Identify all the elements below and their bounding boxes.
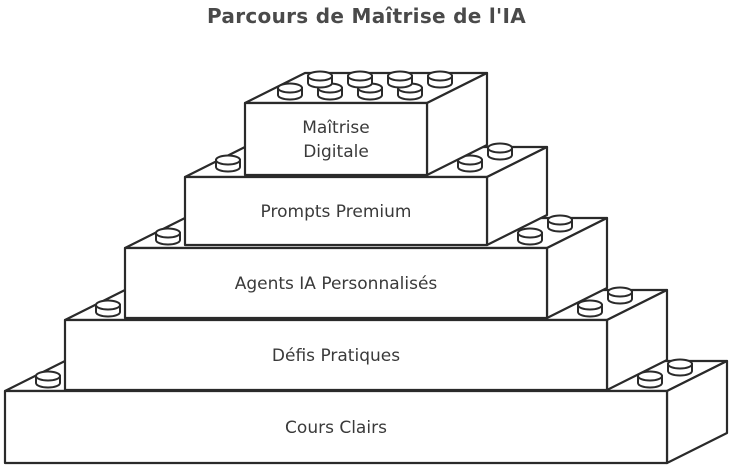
stud bbox=[387, 70, 413, 89]
stud bbox=[457, 154, 483, 173]
stud-top bbox=[387, 70, 413, 82]
stud bbox=[277, 82, 303, 101]
stud-top bbox=[95, 299, 121, 311]
diagram-title: Parcours de Maîtrise de l'IA bbox=[207, 4, 526, 28]
stud bbox=[155, 227, 181, 246]
brick-label: Défis Pratiques bbox=[272, 346, 400, 366]
brick-front-face bbox=[183, 175, 489, 247]
stud-top bbox=[155, 227, 181, 239]
brick-front-face bbox=[243, 101, 429, 177]
stud-top bbox=[215, 154, 241, 166]
brick-label: Maîtrise bbox=[302, 118, 370, 138]
stud bbox=[95, 299, 121, 318]
stud-top bbox=[35, 370, 61, 382]
brick-front-face bbox=[63, 318, 609, 392]
brick-front-face bbox=[3, 389, 669, 465]
stud bbox=[517, 227, 543, 246]
stud bbox=[637, 370, 663, 389]
stud-top bbox=[277, 82, 303, 94]
stud bbox=[607, 286, 633, 305]
brick-label: Agents IA Personnalisés bbox=[235, 274, 438, 294]
stud bbox=[307, 70, 333, 89]
stud bbox=[427, 70, 453, 89]
stud-top bbox=[637, 370, 663, 382]
stud-top bbox=[667, 358, 693, 370]
brick-front-face bbox=[123, 246, 549, 320]
stud-top bbox=[517, 227, 543, 239]
stud-top bbox=[487, 142, 513, 154]
stud-top bbox=[347, 70, 373, 82]
stud-top bbox=[427, 70, 453, 82]
stud-top bbox=[577, 299, 603, 311]
stud bbox=[667, 358, 693, 377]
stud bbox=[577, 299, 603, 318]
stud-top bbox=[307, 70, 333, 82]
stud bbox=[35, 370, 61, 389]
stud bbox=[487, 142, 513, 161]
stud bbox=[547, 214, 573, 233]
brick-label: Cours Clairs bbox=[285, 418, 387, 438]
brick-label: Digitale bbox=[303, 142, 369, 162]
stud bbox=[215, 154, 241, 173]
stud bbox=[347, 70, 373, 89]
brick-label: Prompts Premium bbox=[261, 202, 412, 222]
stud-top bbox=[607, 286, 633, 298]
stud-top bbox=[547, 214, 573, 226]
